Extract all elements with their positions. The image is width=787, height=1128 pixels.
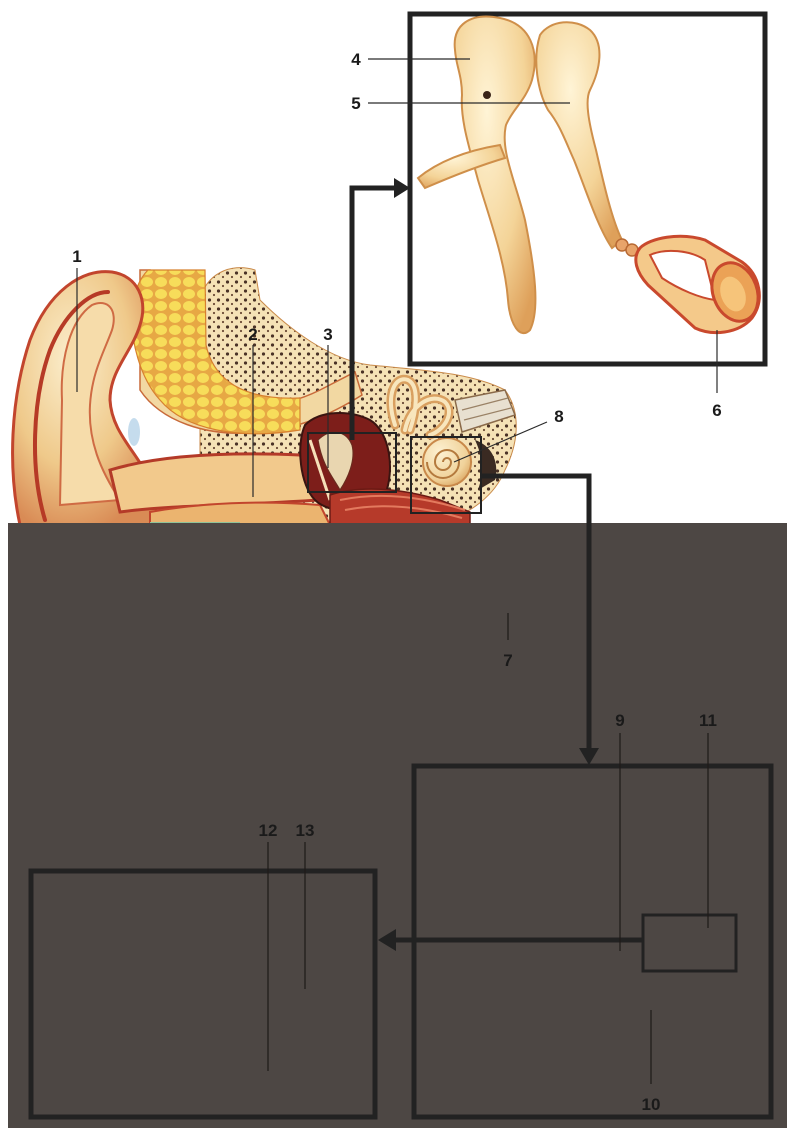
- label-1: 1: [72, 247, 81, 266]
- label-8: 8: [554, 407, 563, 426]
- ossicles-inset: [410, 14, 766, 364]
- malleus-spot: [483, 91, 491, 99]
- dark-panel: [8, 523, 787, 1128]
- auricle-highlight: [128, 418, 140, 446]
- label-4: 4: [351, 50, 361, 69]
- label-10: 10: [642, 1095, 661, 1114]
- label-3: 3: [323, 325, 332, 344]
- cochlea: [423, 438, 471, 486]
- label-5: 5: [351, 94, 360, 113]
- label-2: 2: [248, 325, 257, 344]
- label-13: 13: [296, 821, 315, 840]
- label-9: 9: [615, 711, 624, 730]
- label-7: 7: [503, 651, 512, 670]
- label-11: 11: [699, 711, 717, 730]
- label-6: 6: [712, 401, 721, 420]
- label-12: 12: [259, 821, 278, 840]
